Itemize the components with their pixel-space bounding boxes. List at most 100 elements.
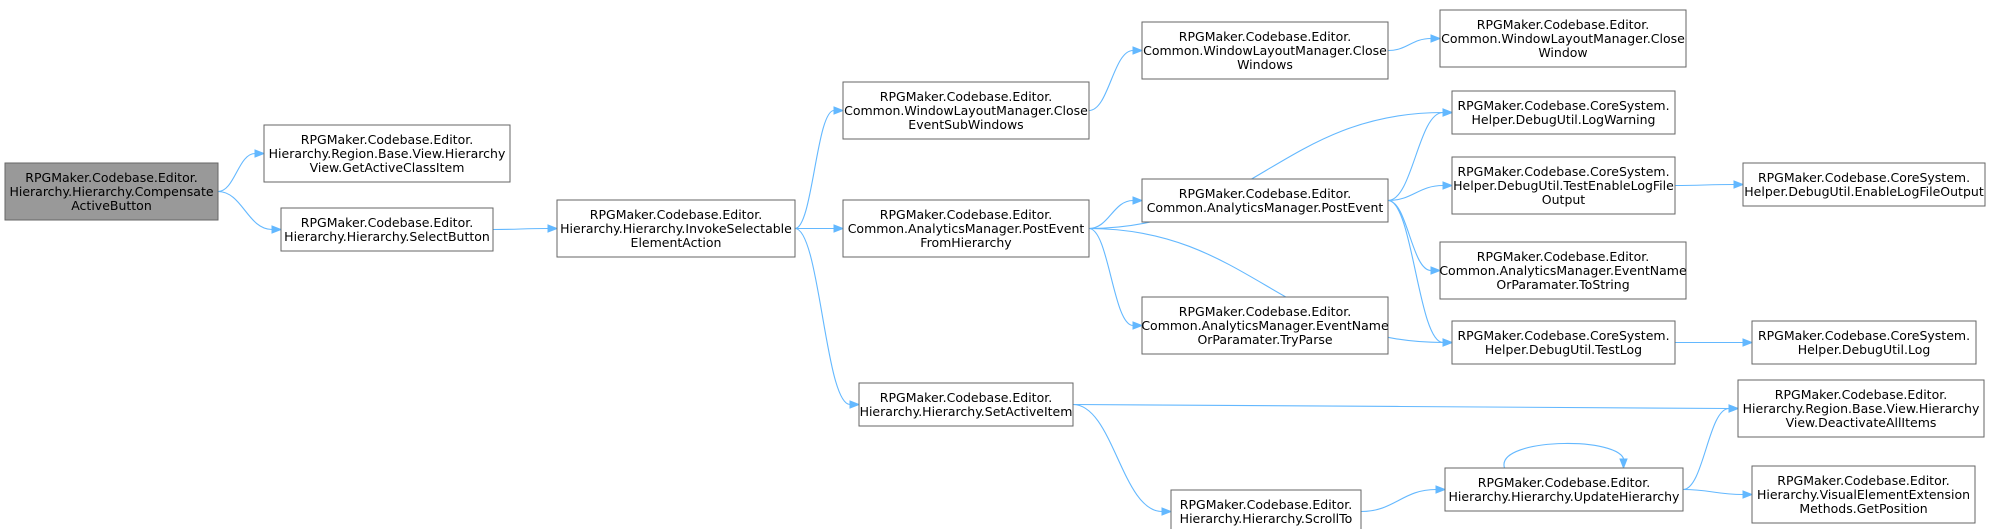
edge-line bbox=[1682, 407, 1730, 491]
node-box bbox=[1742, 162, 1986, 207]
edge-arrowhead bbox=[1430, 34, 1442, 43]
edge-line bbox=[1072, 403, 1730, 410]
node-compensate[interactable]: RPGMaker.Codebase.Editor.Hierarchy.Hiera… bbox=[4, 162, 219, 221]
edge-updatehierarchy-to-updatehierarchy bbox=[1503, 442, 1628, 470]
edge-line bbox=[1387, 199, 1444, 344]
edge-arrowhead bbox=[1442, 181, 1454, 190]
edge-line bbox=[1387, 184, 1444, 202]
node-label-line: RPGMaker.Codebase.Editor. bbox=[1775, 387, 1947, 402]
node-label-line: View.GetActiveClassItem bbox=[310, 160, 465, 175]
node-getactiveclassitem[interactable]: RPGMaker.Codebase.Editor.Hierarchy.Regio… bbox=[263, 124, 511, 183]
node-box bbox=[1737, 379, 1985, 438]
node-label-line: RPGMaker.Codebase.CoreSystem. bbox=[1758, 170, 1970, 185]
node-box bbox=[1451, 90, 1676, 135]
node-getposition[interactable]: RPGMaker.Codebase.Editor.Hierarchy.Visua… bbox=[1751, 465, 1976, 524]
node-box bbox=[1444, 467, 1684, 512]
node-label-line: RPGMaker.Codebase.Editor. bbox=[1179, 304, 1351, 319]
node-label-line: Helper.DebugUtil.EnableLogFileOutput bbox=[1744, 184, 1984, 199]
node-label-line: Common.AnalyticsManager.PostEvent bbox=[1147, 200, 1384, 215]
node-scrollto[interactable]: RPGMaker.Codebase.Editor.Hierarchy.Hiera… bbox=[1170, 489, 1362, 529]
node-posteventfromhierarchy[interactable]: RPGMaker.Codebase.Editor.Common.Analytic… bbox=[842, 199, 1090, 258]
node-label-line: RPGMaker.Codebase.Editor. bbox=[1179, 29, 1351, 44]
edge-line bbox=[1088, 111, 1444, 230]
node-label-line: RPGMaker.Codebase.Editor. bbox=[880, 390, 1052, 405]
node-tostring[interactable]: RPGMaker.Codebase.Editor.Common.Analytic… bbox=[1439, 241, 1687, 300]
edge-line bbox=[794, 109, 835, 230]
edge-arrowhead bbox=[271, 225, 283, 234]
edge-updatehierarchy-to-deactivateallitems bbox=[1682, 404, 1740, 491]
node-label-line: Helper.DebugUtil.TestEnableLogFile bbox=[1453, 178, 1674, 193]
nodes-layer: RPGMaker.Codebase.Editor.Hierarchy.Hiera… bbox=[4, 9, 1986, 529]
node-label-line: Hierarchy.VisualElementExtension bbox=[1757, 487, 1970, 502]
node-label-line: Helper.DebugUtil.Log bbox=[1798, 342, 1931, 357]
node-updatehierarchy[interactable]: RPGMaker.Codebase.Editor.Hierarchy.Hiera… bbox=[1444, 467, 1684, 512]
node-selectbutton[interactable]: RPGMaker.Codebase.Editor.Hierarchy.Hiera… bbox=[280, 207, 494, 252]
node-closewindows[interactable]: RPGMaker.Codebase.Editor.Common.WindowLa… bbox=[1141, 21, 1389, 80]
node-label-line: RPGMaker.Codebase.Editor. bbox=[301, 215, 473, 230]
node-label-line: OrParamater.TryParse bbox=[1197, 332, 1332, 347]
edge-line bbox=[1360, 488, 1437, 513]
node-logwarning[interactable]: RPGMaker.Codebase.CoreSystem.Helper.Debu… bbox=[1451, 90, 1676, 135]
node-label-line: Common.AnalyticsManager.PostEvent bbox=[848, 221, 1085, 236]
edge-closeeventsubwindows-to-closewindows bbox=[1088, 46, 1144, 112]
node-label-line: ElementAction bbox=[631, 235, 722, 250]
edge-testlog-to-log bbox=[1674, 338, 1754, 347]
node-label-line: Hierarchy.Hierarchy.UpdateHierarchy bbox=[1449, 489, 1681, 504]
edge-line bbox=[1387, 111, 1444, 202]
node-label-line: RPGMaker.Codebase.Editor. bbox=[301, 132, 473, 147]
node-log[interactable]: RPGMaker.Codebase.CoreSystem.Helper.Debu… bbox=[1751, 320, 1977, 365]
node-label-line: RPGMaker.Codebase.Editor. bbox=[1180, 497, 1352, 512]
edge-setactiveitem-to-deactivateallitems bbox=[1072, 403, 1740, 413]
node-box bbox=[263, 124, 511, 183]
node-label-line: RPGMaker.Codebase.CoreSystem. bbox=[1457, 98, 1669, 113]
node-tryparse[interactable]: RPGMaker.Codebase.Editor.Common.Analytic… bbox=[1141, 296, 1389, 355]
edge-postevent-to-testenablelogfileoutput bbox=[1387, 181, 1454, 202]
node-box bbox=[1439, 9, 1687, 68]
edge-arrowhead bbox=[1132, 46, 1144, 55]
node-label-line: RPGMaker.Codebase.Editor. bbox=[590, 207, 762, 222]
edge-selectbutton-to-invokeselectable bbox=[492, 224, 559, 233]
node-box bbox=[858, 382, 1074, 427]
node-postevent[interactable]: RPGMaker.Codebase.Editor.Common.Analytic… bbox=[1141, 178, 1389, 223]
node-box bbox=[1141, 296, 1389, 355]
node-label-line: Output bbox=[1542, 192, 1586, 207]
node-label-line: RPGMaker.Codebase.Editor. bbox=[1477, 249, 1649, 264]
edge-line bbox=[1674, 183, 1735, 187]
node-box bbox=[1439, 241, 1687, 300]
node-invokeselectable[interactable]: RPGMaker.Codebase.Editor.Hierarchy.Hiera… bbox=[556, 199, 796, 258]
node-label-line: RPGMaker.Codebase.Editor. bbox=[880, 207, 1052, 222]
node-label-line: OrParamater.ToString bbox=[1496, 277, 1629, 292]
edge-line bbox=[1088, 227, 1134, 327]
node-label-line: Hierarchy.Hierarchy.ScrollTo bbox=[1180, 511, 1353, 526]
edge-arrowhead bbox=[1733, 180, 1745, 189]
edge-scrollto-to-updatehierarchy bbox=[1360, 485, 1447, 513]
edge-line bbox=[1503, 442, 1625, 469]
edge-arrowhead bbox=[1161, 507, 1173, 516]
node-deactivateallitems[interactable]: RPGMaker.Codebase.Editor.Hierarchy.Regio… bbox=[1737, 379, 1985, 438]
edge-arrowhead bbox=[1435, 485, 1447, 494]
edges-layer bbox=[217, 34, 1754, 516]
edge-posteventfromhierarchy-to-tryparse bbox=[1088, 227, 1144, 330]
node-setactiveitem[interactable]: RPGMaker.Codebase.Editor.Hierarchy.Hiera… bbox=[858, 382, 1074, 427]
node-closeeventsubwindows[interactable]: RPGMaker.Codebase.Editor.Common.WindowLa… bbox=[842, 81, 1090, 140]
edge-arrowhead bbox=[849, 400, 861, 409]
node-enablelogfileoutput[interactable]: RPGMaker.Codebase.CoreSystem.Helper.Debu… bbox=[1742, 162, 1986, 207]
node-box bbox=[842, 81, 1090, 140]
node-closewindow[interactable]: RPGMaker.Codebase.Editor.Common.WindowLa… bbox=[1439, 9, 1687, 68]
node-box bbox=[280, 207, 494, 252]
edge-arrowhead bbox=[1442, 108, 1454, 117]
node-box bbox=[1751, 465, 1976, 524]
node-label-line: Windows bbox=[1237, 57, 1293, 72]
node-label-line: RPGMaker.Codebase.CoreSystem. bbox=[1457, 164, 1669, 179]
edge-line bbox=[492, 227, 549, 231]
node-label-line: ActiveButton bbox=[71, 198, 152, 213]
edge-compensate-to-getactiveclassitem bbox=[217, 149, 266, 193]
node-label-line: Hierarchy.Hierarchy.InvokeSelectable bbox=[560, 221, 792, 236]
node-label-line: Common.AnalyticsManager.EventName bbox=[1439, 263, 1687, 278]
node-testenablelogfileoutput[interactable]: RPGMaker.Codebase.CoreSystem.Helper.Debu… bbox=[1451, 156, 1676, 215]
node-box bbox=[1141, 21, 1389, 80]
node-box bbox=[1141, 178, 1389, 223]
edge-updatehierarchy-to-getposition bbox=[1682, 488, 1754, 499]
node-testlog[interactable]: RPGMaker.Codebase.CoreSystem.Helper.Debu… bbox=[1451, 320, 1676, 365]
edge-line bbox=[1387, 37, 1432, 52]
